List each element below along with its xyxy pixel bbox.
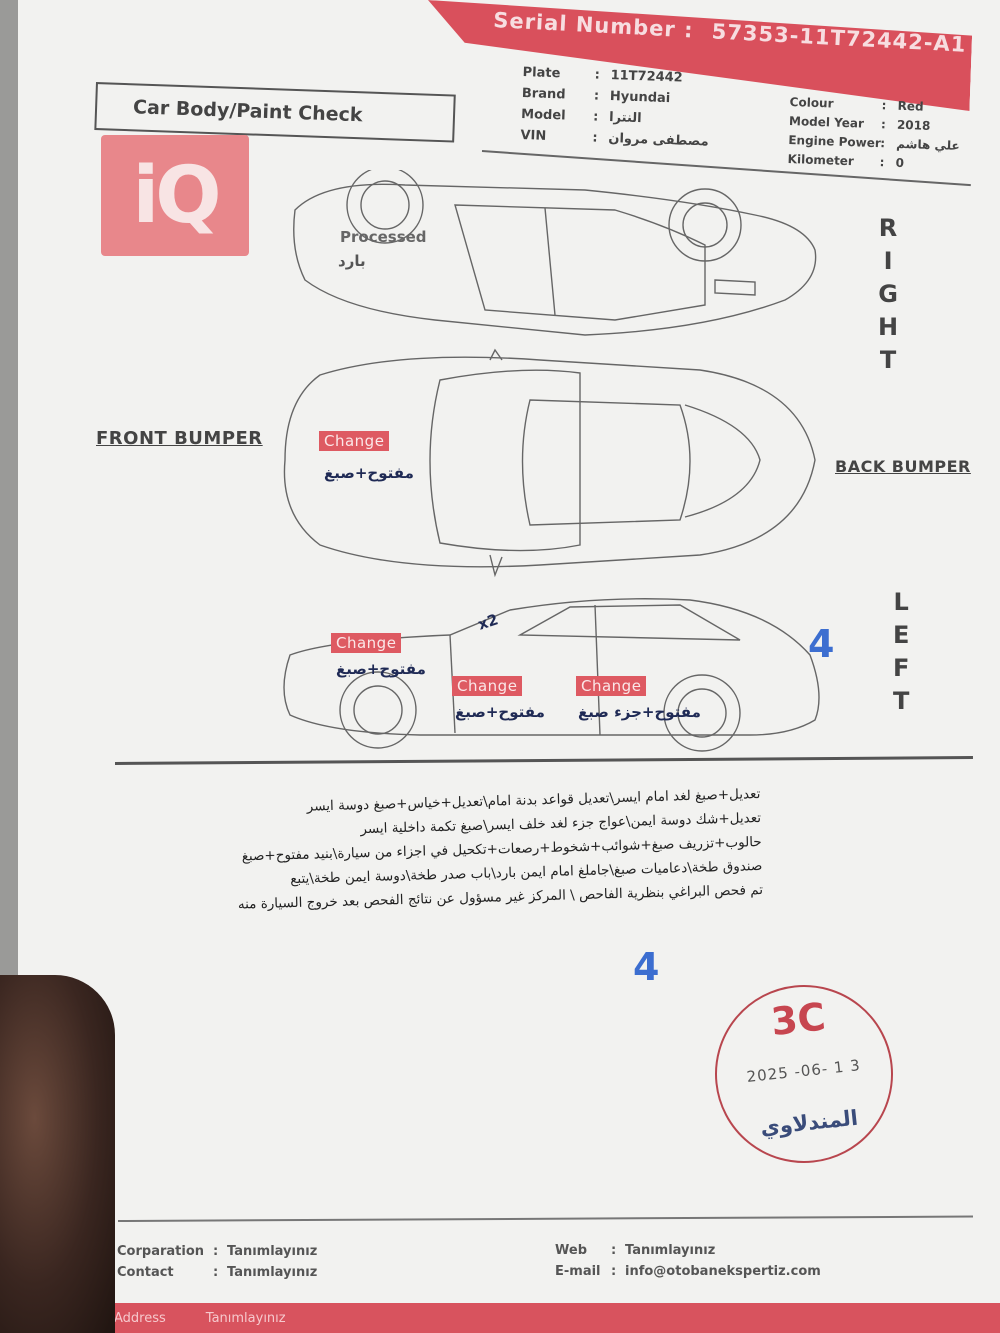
iq-logo: iQ (101, 135, 249, 256)
left-count-mark: 4 (808, 622, 835, 666)
handwritten-total: 4 (633, 945, 660, 989)
change-note-top: مفتوح+صبغ (324, 464, 414, 482)
footer-row-web: Web:Tanımlayınız (555, 1240, 821, 1261)
footer-value: Tanımlayınız (227, 1265, 318, 1280)
info-value: 11T72442 (610, 68, 683, 86)
footer-key: Corparation (117, 1244, 205, 1259)
info-value: Red (897, 98, 924, 114)
info-key: Plate (522, 64, 561, 82)
finger-thumb (0, 975, 115, 1333)
vehicle-info-right: Colour:Red Model Year:2018 Engine Power:… (787, 93, 961, 175)
change-note-left-fender: مفتوح+صبغ (336, 660, 426, 678)
front-bumper-label: FRONT BUMPER (96, 428, 263, 449)
left-letter: T (893, 687, 910, 715)
right-side-label: R I G H T (878, 212, 898, 377)
change-tag-left-fender: Change (331, 633, 402, 653)
footer-right: Web:Tanımlayınız E-mail:info@otobanekspe… (555, 1240, 821, 1282)
left-letter: E (893, 621, 910, 649)
info-key: Kilometer (787, 151, 855, 169)
change-tag-top: Change (319, 431, 390, 451)
info-key: Model (520, 106, 566, 124)
footer-left: Corparation:Tanımlayınız Contact:Tanımla… (117, 1241, 317, 1283)
info-value: علي هاشم (896, 136, 960, 153)
address-value: Tanımlayınız (205, 1310, 286, 1326)
footer-row-email: E-mail:info@otobanekspertiz.com (555, 1261, 821, 1282)
inspection-notes: تعديل+صبغ لغد امام ايسر\تعديل قواعد بدنة… (140, 782, 764, 919)
right-letter: R (878, 214, 898, 242)
info-key: VIN (520, 127, 547, 144)
right-letter: H (878, 313, 899, 341)
info-value: Hyundai (609, 89, 671, 107)
info-value: 2018 (896, 117, 931, 133)
footer-value: Tanımlayınız (227, 1244, 318, 1259)
processed-tag: Processed (340, 228, 427, 246)
change-note-front-door: مفتوح+صبغ (455, 703, 545, 721)
car-top-view-drawing (283, 348, 816, 578)
left-letter: F (893, 654, 910, 682)
info-key: Brand (521, 85, 566, 103)
info-value: مصطفى مروان (608, 131, 709, 150)
change-tag-front-door: Change (452, 676, 523, 696)
logo-text: iQ (132, 150, 221, 241)
page-title-text: Car Body/Paint Check (132, 96, 363, 127)
address-band: Address Tanımlayınız (62, 1303, 1000, 1333)
right-letter: I (883, 247, 893, 275)
back-bumper-label: BACK BUMPER (835, 457, 971, 476)
address-label: Address (114, 1310, 166, 1326)
car-right-side-drawing (293, 170, 817, 336)
change-tag-rear-door: Change (576, 676, 647, 696)
vehicle-info-left: Plate:11T72442 Brand:Hyundai Model:النتر… (520, 62, 711, 153)
footer-row-contact: Contact:Tanımlayınız (117, 1262, 317, 1283)
info-value: 0 (895, 155, 905, 171)
change-note-rear-door: مفتوح+جزء صبغ (578, 703, 701, 721)
footer-row-corporation: Corparation:Tanımlayınız (117, 1241, 317, 1262)
left-side-label: L E F T (893, 586, 909, 718)
footer-key: Web (555, 1243, 587, 1258)
car-left-side-drawing (283, 598, 820, 752)
info-value: النترا (608, 110, 642, 127)
footer-value: info@otobanekspertiz.com (625, 1264, 821, 1279)
right-letter: G (878, 280, 898, 308)
footer-key: Contact (117, 1265, 174, 1280)
footer-key: E-mail (555, 1264, 601, 1279)
right-letter: T (879, 346, 897, 374)
footer-value: Tanımlayınız (625, 1243, 716, 1258)
left-letter: L (893, 588, 909, 616)
stamp-date: 2025 -06- 1 3 (745, 1056, 862, 1086)
processed-note: بارد (338, 252, 366, 270)
